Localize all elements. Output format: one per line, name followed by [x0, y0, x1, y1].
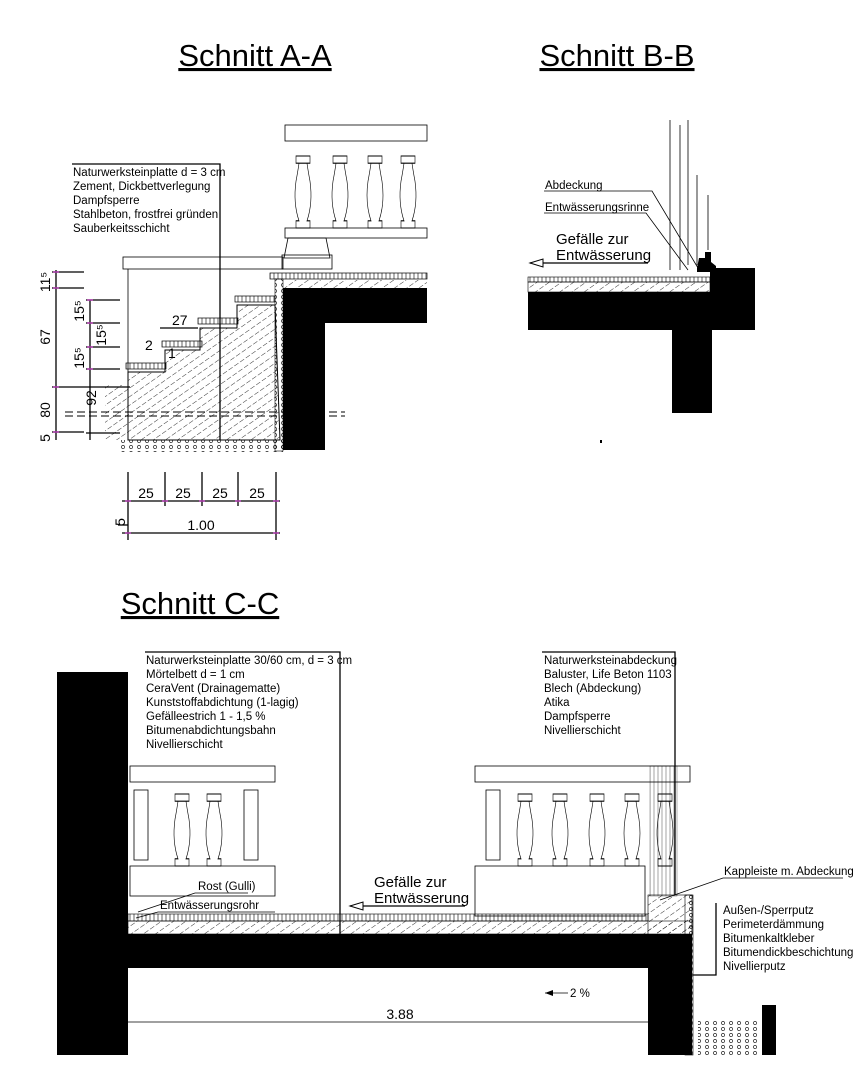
title-schnitt-bb: Schnitt B-B [539, 38, 694, 73]
dim-11-5: 11⁵ [37, 272, 53, 292]
layer-list-cc-right: Naturwerksteinabdeckung Baluster, Life B… [544, 655, 677, 737]
label-entwaesserungsrohr: Entwässerungsrohr [160, 900, 259, 912]
dim-67: 67 [37, 329, 53, 345]
cc-left-wall [57, 672, 128, 1055]
dim-25: 25 [138, 485, 154, 501]
dim-15-5: 15⁵ [93, 324, 109, 345]
slope-label-line1: Gefälle zur [374, 874, 447, 891]
layer-label: Perimeterdämmung [723, 919, 824, 931]
layer-label: Nivellierputz [723, 961, 786, 973]
layer-label: Bitumendickbeschichtung [723, 947, 853, 959]
dim-total-1-00: 1.00 [187, 517, 214, 533]
horizontal-dimensions: 25 25 25 25 1.00 5 [112, 472, 280, 540]
label-kappleiste: Kappleiste m. Abdeckung [724, 866, 853, 878]
abdeckung-profile [697, 252, 716, 272]
layer-list-aa: Naturwerksteinplatte d = 3 cm Zement, Di… [73, 167, 225, 235]
layer-label: Dampfsperre [544, 711, 610, 723]
stair-treads [125, 272, 428, 370]
layer-label: Mörtelbett d = 1 cm [146, 669, 245, 681]
parapet-cap [122, 256, 284, 270]
dim-25: 25 [249, 485, 265, 501]
layer-list-cc-left: Naturwerksteinplatte 30/60 cm, d = 3 cm … [146, 655, 352, 751]
dim-15-5: 15⁵ [71, 300, 87, 321]
layer-label: Baluster, Life Beton 1103 [544, 669, 672, 681]
layer-label: Außen-/Sperrputz [723, 905, 814, 917]
layer-label: Bitumenabdichtungsbahn [146, 725, 276, 737]
gravel-bed [118, 440, 283, 452]
dim-25: 25 [212, 485, 228, 501]
layer-label: Sauberkeitsschicht [73, 223, 170, 235]
dim-1: 1 [168, 345, 176, 361]
balustrade-aa [281, 124, 428, 270]
dim-80: 80 [37, 402, 53, 418]
layer-label: Atika [544, 697, 570, 709]
dim-tread-27: 27 [172, 312, 188, 328]
dim-5: 5 [112, 518, 128, 526]
title-schnitt-cc: Schnitt C-C [121, 586, 279, 621]
slope-label-line2: Entwässerung [556, 247, 651, 264]
layer-label: Stahlbeton, frostfrei gründen [73, 209, 218, 221]
vertical-dimensions: 11⁵ 67 15⁵ 15⁵ 15⁵ 92 80 5 [37, 270, 130, 442]
label-entwaesserungsrinne: Entwässerungsrinne [545, 202, 649, 214]
layer-label: Kunststoffabdichtung (1-lagig) [146, 697, 299, 709]
slope-label-line2: Entwässerung [374, 890, 469, 907]
title-schnitt-aa: Schnitt A-A [178, 38, 332, 73]
cc-slab [128, 934, 692, 1055]
dim-25: 25 [175, 485, 191, 501]
slope-2-percent: 2 % [570, 988, 590, 1000]
layer-label: Gefälleestrich 1 - 1,5 % [146, 711, 266, 723]
balustrade-cc-left [129, 765, 276, 897]
layer-label: Dampfsperre [73, 195, 139, 207]
dim-5: 5 [37, 434, 53, 442]
dim-92: 92 [83, 390, 99, 406]
section-aa: Naturwerksteinplatte d = 3 cm Zement, Di… [37, 124, 428, 540]
layer-label: Naturwerksteinabdeckung [544, 655, 677, 667]
layer-label: Naturwerksteinplatte d = 3 cm [73, 167, 225, 179]
label-rost-gulli: Rost (Gulli) [198, 881, 256, 893]
dim-2: 2 [145, 337, 153, 353]
balustrade-cc-right [474, 765, 691, 917]
section-cc: Naturwerksteinplatte 30/60 cm, d = 3 cm … [57, 651, 853, 1056]
layer-label: Nivellierschicht [146, 739, 223, 751]
label-abdeckung: Abdeckung [545, 180, 603, 192]
dim-span-3-88: 3.88 [386, 1006, 413, 1022]
layer-label: Zement, Dickbettverlegung [73, 181, 210, 193]
layer-label: CeraVent (Drainagematte) [146, 683, 280, 695]
layer-label: Blech (Abdeckung) [544, 683, 641, 695]
layer-label: Naturwerksteinplatte 30/60 cm, d = 3 cm [146, 655, 352, 667]
section-bb: Abdeckung Entwässerungsrinne Gefälle zur… [527, 120, 755, 443]
bb-concrete [528, 268, 755, 413]
layer-label: Bitumenkaltkleber [723, 933, 815, 945]
stair-concrete-hatch [127, 304, 281, 441]
dim-15-5: 15⁵ [71, 347, 87, 368]
layer-label: Nivellierschicht [544, 725, 621, 737]
slope-label-line1: Gefälle zur [556, 231, 629, 248]
concrete-wall-slab [283, 288, 427, 450]
wall-layer-list: Außen-/Sperrputz Perimeterdämmung Bitume… [723, 905, 853, 973]
